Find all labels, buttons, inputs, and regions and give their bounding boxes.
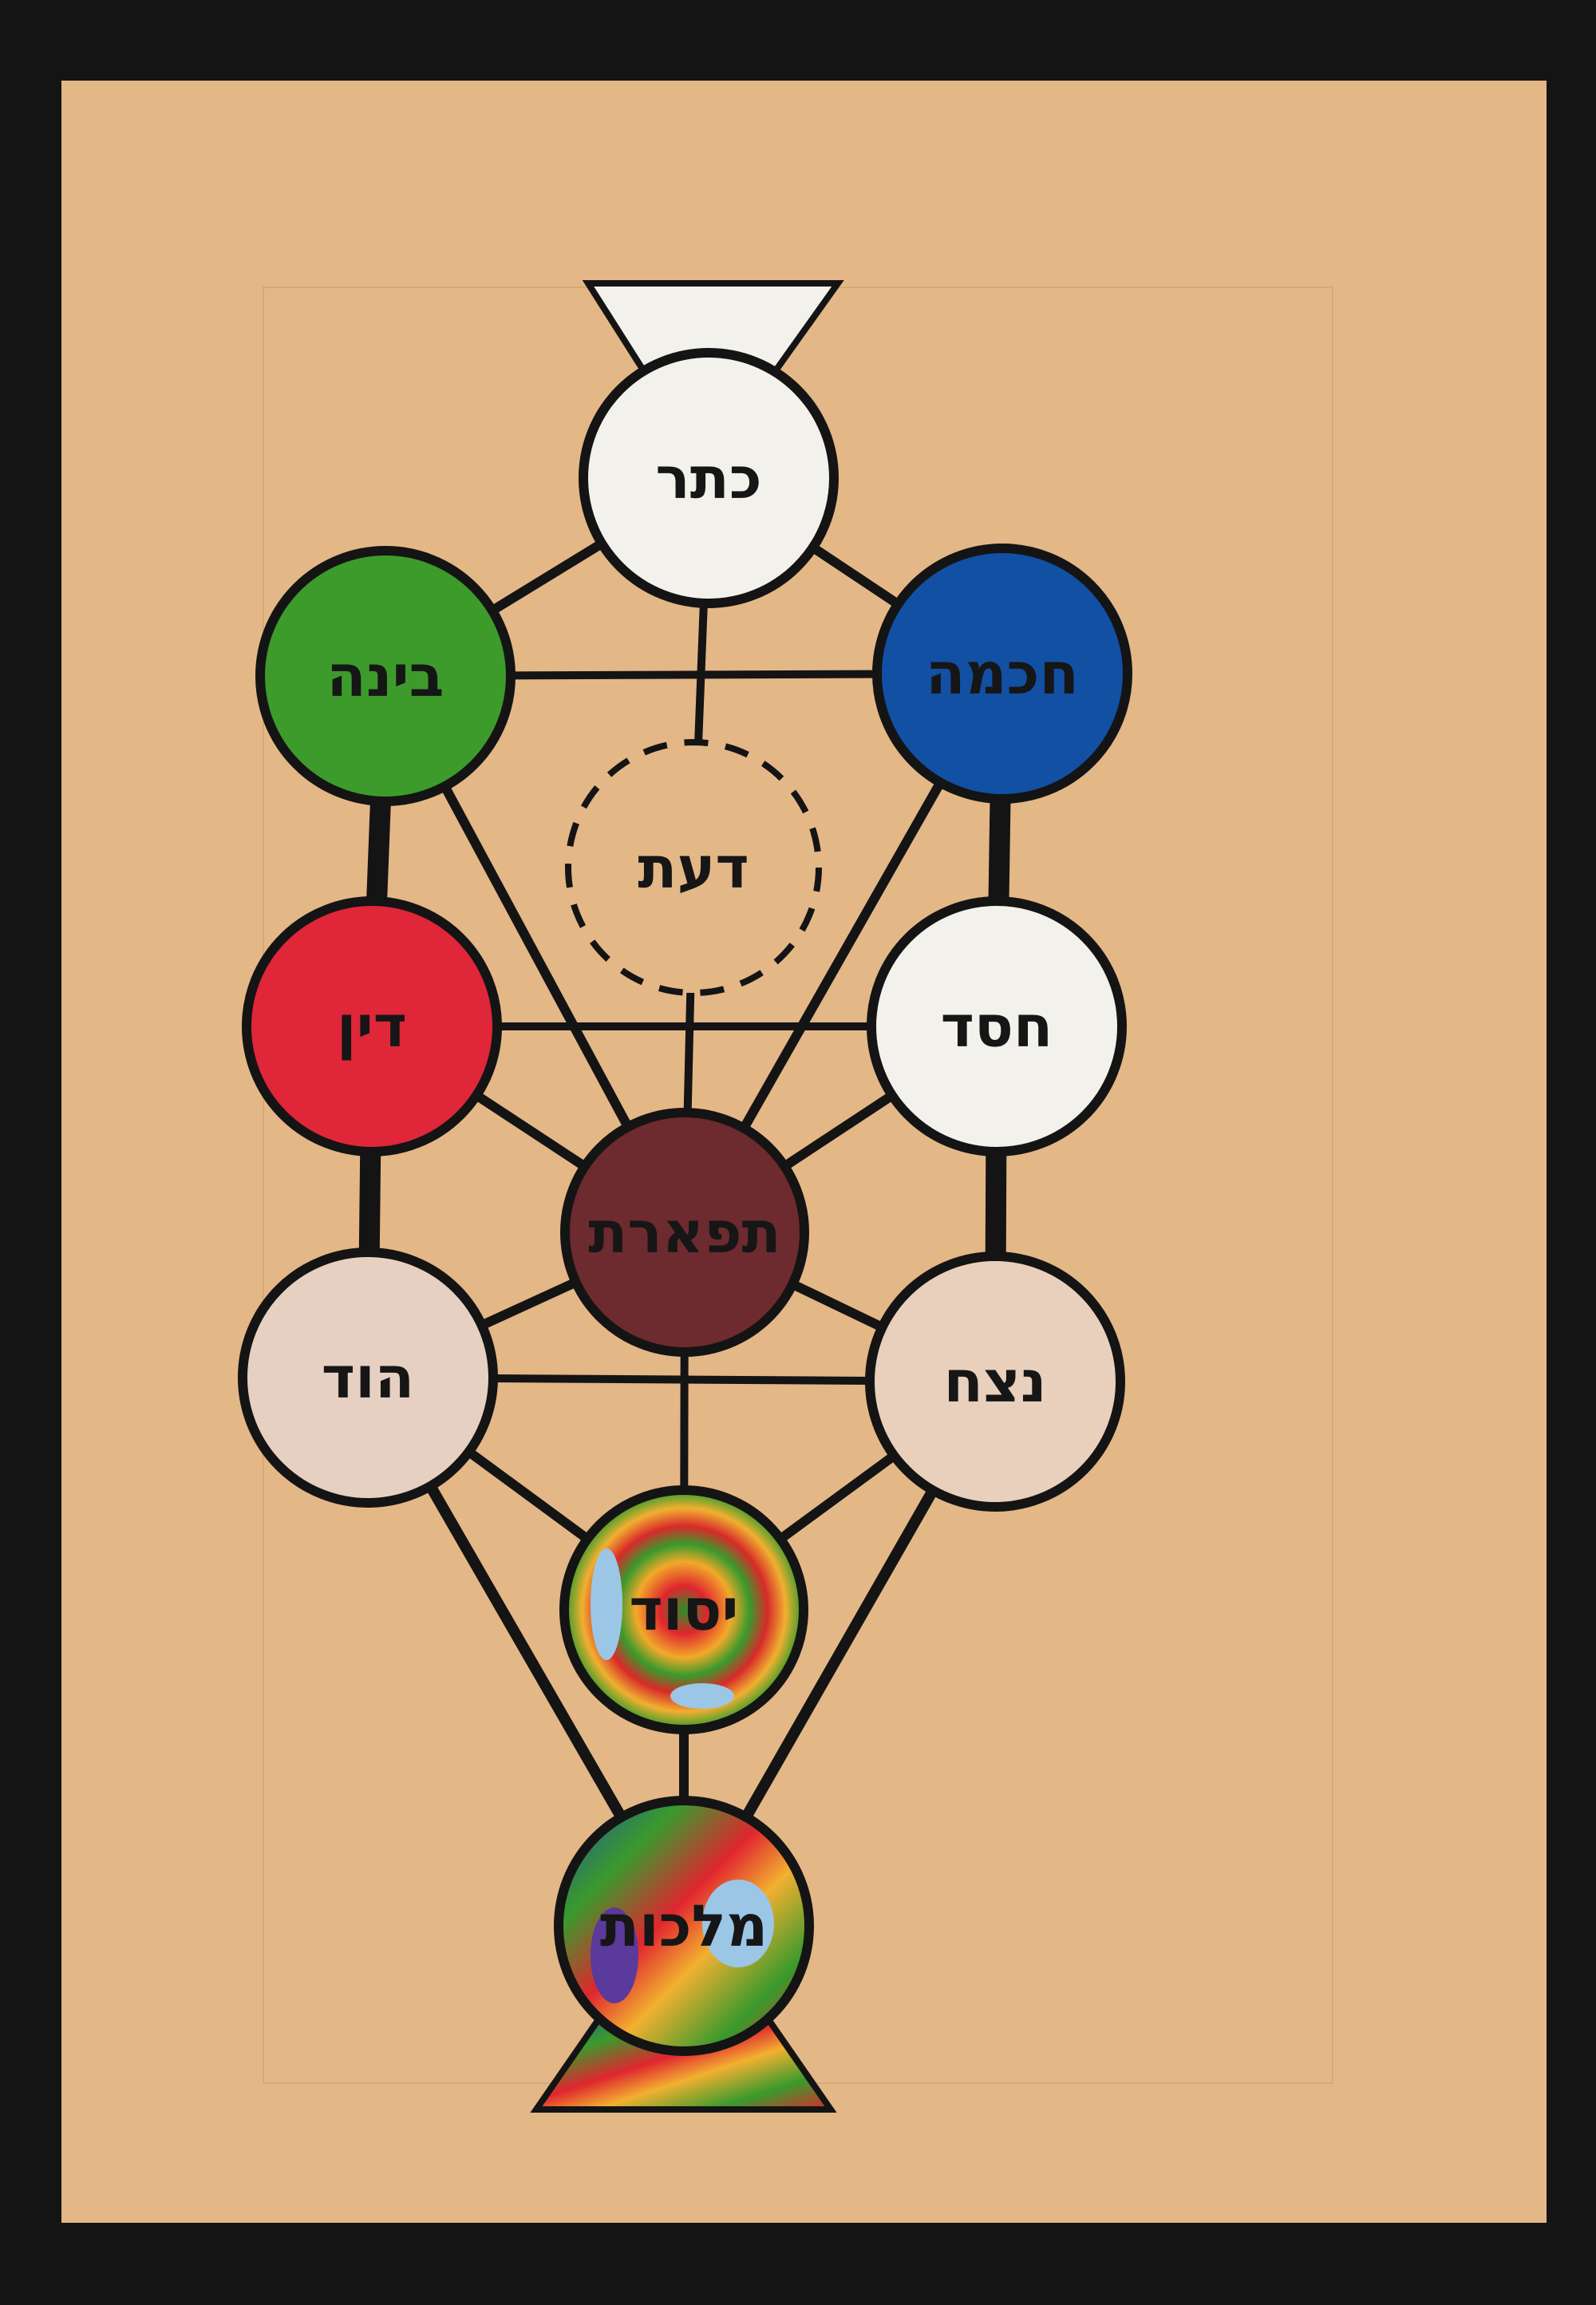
label-keter: כתר	[655, 445, 761, 512]
sefira-hod: הוד	[238, 1247, 498, 1508]
label-chesed: חסד	[941, 993, 1053, 1060]
sefira-chokhmah: חכמה	[872, 544, 1132, 804]
sefira-daat: דעת	[565, 739, 822, 996]
label-yesod: יסוד	[629, 1576, 738, 1643]
label-netzach: נצח	[943, 1348, 1046, 1415]
sefira-chesed: חסד	[867, 896, 1127, 1156]
sefira-keter: כתר	[579, 348, 839, 608]
sefira-tiferet: תפארת	[560, 1108, 809, 1357]
label-din: דין	[337, 993, 407, 1060]
sefira-binah: בינה	[255, 546, 516, 806]
label-malkhut: מלכות	[600, 1892, 768, 1959]
label-binah: בינה	[326, 642, 444, 710]
sefira-yesod: יסוד	[559, 1485, 808, 1734]
label-tiferet: תפארת	[588, 1199, 781, 1266]
sefira-netzach: נצח	[865, 1251, 1125, 1512]
sefira-malkhut: מלכות	[554, 1796, 814, 2056]
sefira-din: דין	[242, 896, 502, 1156]
label-hod: הוד	[322, 1344, 415, 1411]
label-daat: דעת	[638, 834, 749, 901]
label-chokhmah: חכמה	[926, 640, 1079, 707]
